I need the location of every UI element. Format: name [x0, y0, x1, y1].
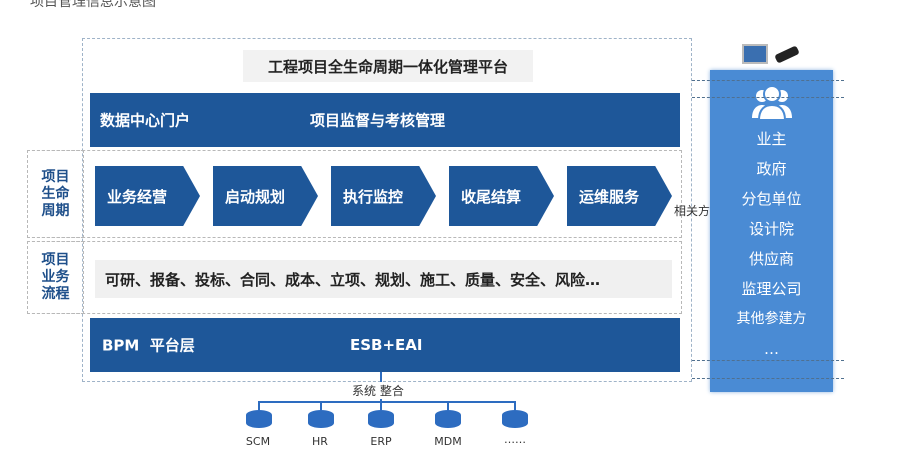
stakeholder-item: …: [764, 340, 779, 358]
phone-icon: [774, 45, 800, 64]
stakeholder-item: 监理公司: [741, 280, 802, 298]
divider: [692, 360, 844, 361]
system-label: SCM: [245, 435, 271, 448]
database-icon: [308, 410, 334, 428]
stakeholder-label: 相关方: [674, 204, 711, 218]
stage-arrow: 收尾结算: [449, 166, 554, 226]
platform-layer-bar: BPM 平台层 ESB+EAI: [90, 318, 680, 372]
divider: [692, 80, 844, 81]
stakeholder-item: 供应商: [748, 250, 794, 268]
integration-label: 系统 整合: [352, 382, 404, 399]
database-icon: [435, 410, 461, 428]
stakeholder-item: 其他参建方: [736, 311, 807, 327]
platform-title: 工程项目全生命周期一体化管理平台: [243, 50, 533, 82]
business-items: 可研、报备、投标、合同、成本、立项、规划、施工、质量、安全、风险…: [95, 260, 672, 298]
system-label: HR: [312, 435, 328, 448]
stage-arrow: 启动规划: [213, 166, 318, 226]
system-label: ERP: [370, 435, 392, 448]
portal-bar: 数据中心门户 项目监督与考核管理: [90, 93, 680, 147]
users-icon: [710, 84, 833, 124]
stakeholder-item: 设计院: [748, 220, 794, 238]
system-label: ……: [504, 433, 526, 446]
stage-arrow: 运维服务: [567, 166, 672, 226]
stakeholder-item: 政府: [756, 160, 787, 178]
connector-line: [258, 401, 516, 403]
divider: [692, 97, 844, 98]
portal-label: 数据中心门户: [100, 111, 191, 130]
stakeholder-item: 分包单位: [741, 190, 802, 208]
stage-arrow: 业务经营: [95, 166, 200, 226]
stakeholder-item: 业主: [756, 130, 787, 148]
monitor-icon: [742, 44, 768, 64]
platform-frame: [82, 38, 692, 382]
business-label: 项目业务流程: [27, 241, 84, 314]
bpm-label: BPM 平台层: [102, 336, 195, 355]
system-label: MDM: [434, 435, 462, 448]
stage-arrow: 执行监控: [331, 166, 436, 226]
database-icon: [502, 410, 528, 428]
caption: 项目管理信息示意图: [30, 0, 156, 10]
database-icon: [246, 410, 272, 428]
esb-label: ESB+EAI: [350, 336, 423, 354]
supervision-label: 项目监督与考核管理: [310, 111, 446, 130]
lifecycle-label: 项目生命周期: [27, 150, 84, 238]
divider: [692, 378, 844, 379]
database-icon: [368, 410, 394, 428]
stakeholder-panel: 业主 政府 分包单位 设计院 供应商 监理公司 其他参建方 …: [710, 70, 833, 392]
